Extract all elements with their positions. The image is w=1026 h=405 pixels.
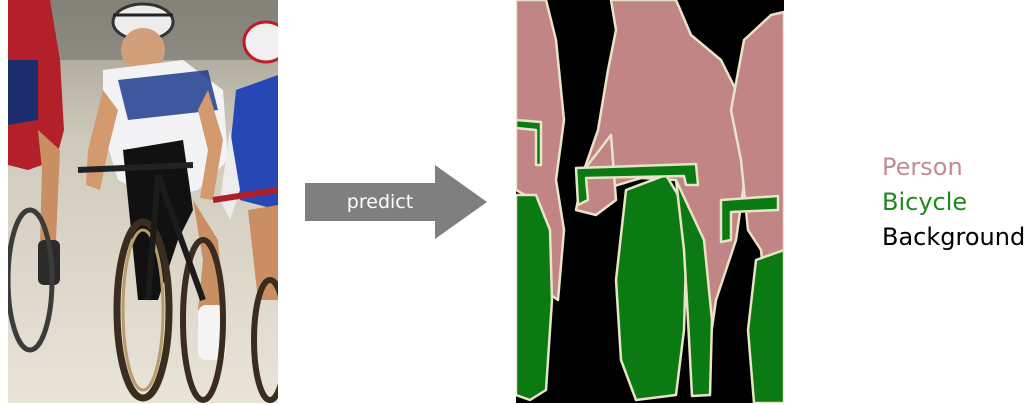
cyclists-photo-image — [8, 0, 278, 403]
segmentation-mask-image — [516, 0, 784, 403]
legend-item-person: Person — [882, 150, 1026, 185]
legend: Person Bicycle Background — [882, 150, 1026, 255]
legend-item-background: Background — [882, 220, 1026, 255]
predict-arrow-icon — [305, 165, 487, 239]
segmentation-map — [516, 0, 784, 403]
legend-item-bicycle: Bicycle — [882, 185, 1026, 220]
input-photo — [8, 0, 278, 403]
